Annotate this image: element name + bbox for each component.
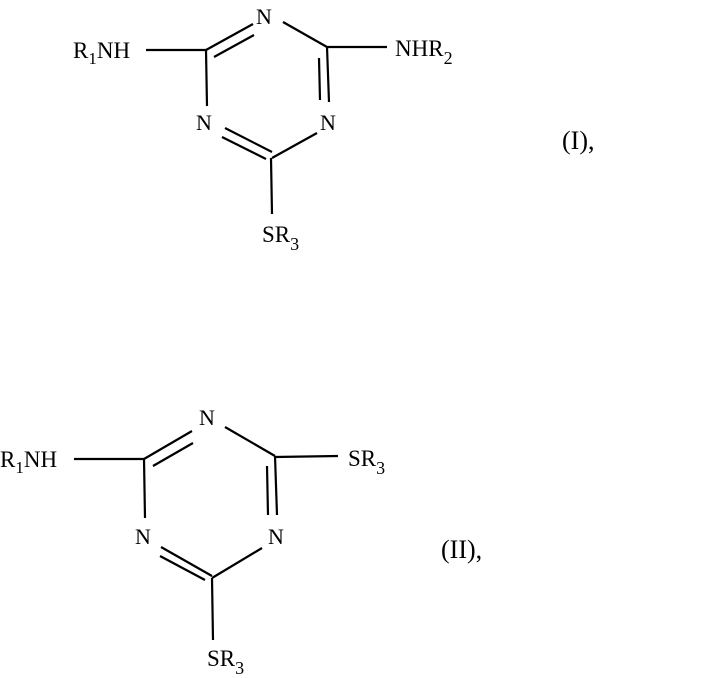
atom-n: N [320, 110, 336, 135]
substituent-bottom: SR3 [262, 222, 299, 254]
substituent-left: R1NH [73, 38, 130, 68]
atom-n: N [268, 524, 284, 549]
structure-ii-labels: N N N R1NH SR3 SR3 (II), [0, 405, 482, 678]
structure-ii [74, 426, 339, 641]
atom-n: N [199, 405, 215, 430]
structure-i [146, 21, 387, 215]
substituent-bottom: SR3 [207, 646, 244, 678]
structure-i-labels: N N N R1NH NHR2 SR3 (I), [73, 4, 594, 254]
compound-label-ii: (II), [441, 535, 482, 564]
atom-n: N [135, 524, 151, 549]
substituent-right: SR3 [348, 446, 385, 478]
substituent-right: NHR2 [395, 36, 453, 68]
atom-n: N [256, 4, 272, 29]
atom-n: N [196, 110, 212, 135]
substituent-left: R1NH [0, 447, 57, 477]
compound-label-i: (I), [562, 126, 594, 155]
